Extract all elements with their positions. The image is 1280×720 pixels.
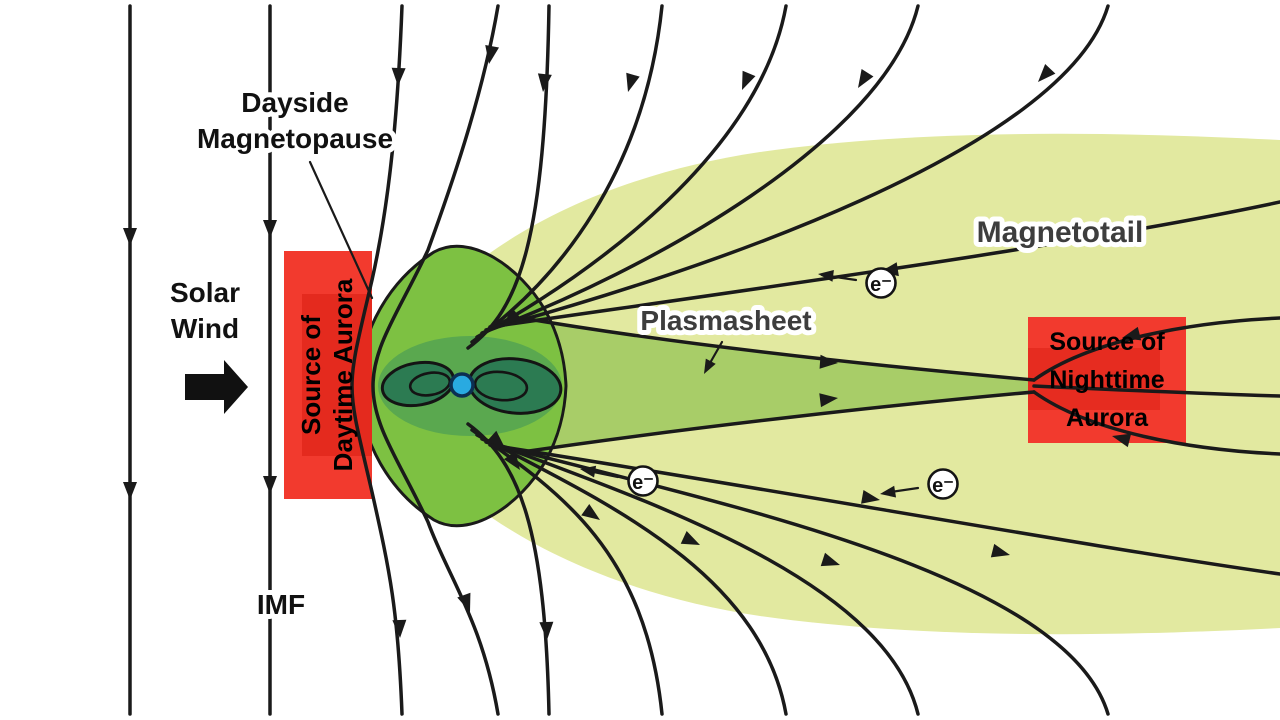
arrowhead: [123, 228, 137, 246]
nighttime-aurora-label-line2: Nighttime: [1049, 366, 1164, 394]
dayside-field-loop: [408, 371, 452, 397]
draped-imf-line-1: [350, 4, 404, 716]
nighttime-inflow-top: [1032, 316, 1280, 382]
solar-wind-arrow: [185, 360, 248, 414]
electron-circle: [627, 465, 659, 497]
arrowhead: [539, 621, 554, 641]
field-lines: [128, 4, 1280, 716]
electron-label: e⁻: [932, 475, 954, 497]
arrowhead: [263, 476, 277, 494]
upper-tail-line-2: [470, 4, 664, 344]
electron-3: e⁻: [879, 468, 959, 500]
nightside-field-loop: [473, 370, 529, 402]
plasmasheet-label: Plasmasheet: [640, 305, 811, 336]
lower-tail-line-3: [475, 433, 788, 716]
upper-tail-line-4: [480, 4, 920, 335]
daytime-aurora-label: Source of Daytime Aurora: [296, 278, 358, 471]
dayside-magnetopause-label-line2: Magnetopause: [197, 123, 393, 154]
plasmasheet-center-line: [1032, 384, 1280, 398]
lower-tail-line-4: [480, 437, 920, 716]
draped-imf-line-2: [371, 4, 500, 716]
daytime-aurora-label-line2: Daytime Aurora: [328, 278, 358, 471]
nighttime-aurora-label-line3: Aurora: [1066, 404, 1149, 432]
electron-label: e⁻: [870, 274, 892, 296]
plasmasheet-region: [470, 318, 1032, 452]
nighttime-aurora-box-inner: [1028, 348, 1160, 410]
electron-2: e⁻: [578, 463, 659, 497]
arrowhead: [391, 67, 406, 87]
daytime-aurora-label-line1: Source of: [296, 315, 326, 435]
arrowhead: [392, 619, 407, 639]
electron-circle: [865, 267, 897, 299]
arrowhead: [482, 45, 500, 66]
nighttime-aurora-label: Source of Nighttime Aurora: [1049, 328, 1165, 432]
lower-tail-line-6: [488, 443, 1280, 576]
plasmasheet-top-line: [520, 316, 1036, 382]
arrowhead: [123, 482, 137, 500]
arrowhead: [263, 220, 277, 238]
arrowhead: [852, 69, 874, 92]
solar-wind-label-line2: Wind: [171, 313, 239, 344]
arrowhead: [536, 73, 552, 93]
daytime-aurora-box-inner: [302, 294, 372, 456]
nighttime-inflow-bottom: [1032, 390, 1280, 456]
imf-label: IMF: [257, 589, 305, 620]
nighttime-aurora-label-line1: Source of: [1049, 328, 1165, 356]
solar-wind-label-line1: Solar: [170, 277, 240, 308]
arrowhead: [735, 70, 756, 93]
magnetotail-label: Magnetotail: [977, 216, 1144, 249]
earth: [449, 372, 475, 398]
plasmasheet-bottom-line: [520, 390, 1036, 454]
dayside-magnetopause-pointer-line: [308, 160, 374, 300]
dayside-magnetopause-label-line1: Dayside: [241, 87, 348, 118]
electron-circle: [927, 468, 959, 500]
arrowhead: [621, 72, 640, 94]
electron-label: e⁻: [632, 472, 654, 494]
lower-tail-line-5: [484, 440, 1110, 716]
upper-tail-line-5: [484, 4, 1110, 332]
upper-tail-line-3: [475, 4, 788, 339]
upper-tail-line-6: [488, 200, 1280, 329]
lower-tail-line-2: [470, 428, 664, 716]
electron-1: e⁻: [817, 267, 897, 299]
